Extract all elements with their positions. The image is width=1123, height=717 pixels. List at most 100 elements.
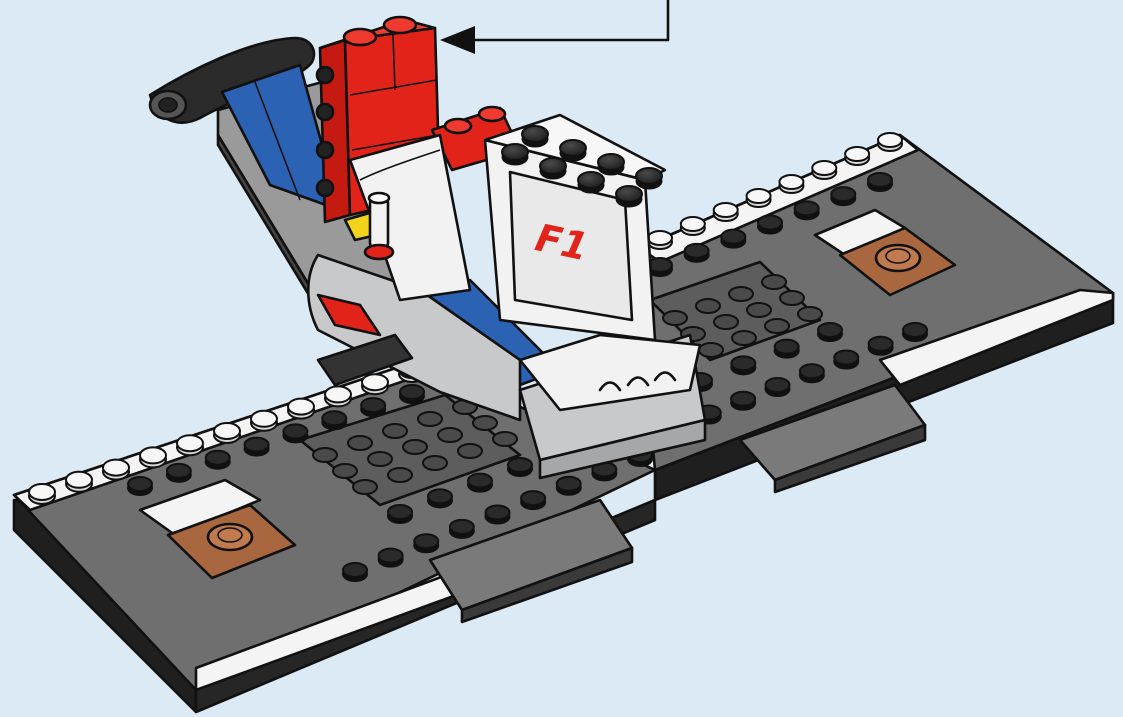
black-stud [720, 228, 747, 245]
recessed-stud [332, 463, 358, 479]
recessed-stud [779, 290, 805, 306]
black-stud [342, 562, 368, 578]
black-stud [387, 504, 413, 520]
red-small-stud-2 [477, 105, 507, 123]
panel-stud [501, 143, 529, 161]
stud-row-left-back [28, 361, 426, 505]
black-stud [127, 476, 153, 492]
black-stud [764, 377, 791, 393]
callout-arrow [440, 0, 670, 54]
recessed-stud [695, 298, 721, 314]
white-stud [877, 132, 903, 148]
white-antenna-top [367, 191, 391, 205]
black-stud [817, 322, 843, 338]
stud-row-right-front [687, 322, 843, 392]
white-stud [324, 385, 352, 404]
black-stud [773, 338, 800, 355]
black-stud [507, 457, 533, 473]
black-stud [467, 472, 493, 489]
recessed-stud [417, 411, 443, 427]
panel-stud [615, 185, 643, 203]
black-stud [484, 504, 511, 521]
white-front-wedge [518, 333, 702, 412]
white-tile-left [138, 478, 262, 537]
red-small-stud-1 [443, 117, 473, 135]
recessed-stud [728, 286, 754, 302]
panel-stud [539, 157, 567, 175]
recessed-stud [352, 479, 378, 495]
black-stud [520, 490, 547, 507]
stud-well-right-studs [662, 274, 823, 358]
red-brick-side-knob-3 [315, 140, 335, 160]
white-curve-line [359, 149, 441, 181]
exhaust-hose-opening [158, 97, 178, 113]
black-stud [830, 186, 857, 203]
light-grey-cylinder [306, 253, 522, 422]
black-stud [683, 242, 710, 259]
recessed-stud [387, 467, 413, 483]
red-lower-brick [316, 293, 382, 337]
black-stud [204, 449, 231, 466]
white-stud [102, 458, 130, 477]
recessed-stud [492, 431, 518, 447]
black-stud [448, 518, 475, 535]
black-stud [377, 547, 404, 564]
stud-row-right-back [647, 132, 903, 277]
panel-stud [577, 171, 605, 189]
black-stud [902, 322, 928, 338]
red-brick-side-knob-2 [315, 102, 335, 122]
recessed-stud [731, 330, 757, 346]
white-stud [778, 174, 805, 190]
black-stud [793, 200, 820, 217]
recessed-stud [402, 439, 428, 455]
grey-clip-3 [653, 371, 677, 382]
panel-top-studs [501, 125, 663, 208]
panel-stud [521, 125, 549, 143]
white-stud [844, 146, 871, 162]
recessed-stud [761, 274, 787, 290]
recessed-stud [764, 318, 790, 334]
stud-well-left-studs [312, 399, 518, 495]
brown-plate-left-stud [206, 522, 254, 552]
panel-stud [559, 139, 587, 157]
white-stud [213, 422, 241, 440]
black-stud [165, 462, 192, 479]
black-stud [413, 533, 440, 550]
recessed-stud [698, 342, 724, 358]
red-brick-side-knob-1 [315, 65, 335, 85]
black-stud [321, 410, 348, 427]
blue-brick-seam [254, 81, 301, 201]
black-stud [730, 390, 757, 407]
brown-plate-right-stud-ring [885, 248, 911, 264]
white-stud [361, 373, 389, 392]
red-brick-side-knob-4 [315, 178, 335, 198]
recessed-stud [662, 310, 688, 326]
red-antenna-base [363, 243, 395, 261]
f1-logo: F1 [532, 215, 592, 269]
black-stud [399, 384, 425, 400]
grey-front-block-side [538, 418, 707, 480]
black-tile [316, 333, 414, 387]
brown-plate-right-stud [874, 243, 922, 273]
white-stud [679, 216, 706, 232]
arrowhead-icon [440, 26, 475, 54]
black-stud [798, 363, 825, 380]
recessed-stud [422, 455, 448, 471]
black-stud [867, 172, 893, 188]
red-brick-stud-2 [382, 15, 418, 35]
white-antenna [368, 196, 390, 250]
recessed-stud [367, 451, 393, 467]
grey-clip-2 [626, 376, 650, 387]
red-brick-stud-1 [342, 27, 378, 47]
brown-plate-left-stud-ring [217, 527, 243, 543]
white-stud [712, 202, 739, 218]
white-stud [287, 397, 315, 416]
recessed-stud [797, 306, 823, 322]
white-stud [28, 483, 56, 501]
white-stud [811, 160, 838, 176]
white-stud [139, 446, 167, 465]
white-stud [250, 409, 278, 428]
red-brick-seam-1 [349, 79, 438, 96]
